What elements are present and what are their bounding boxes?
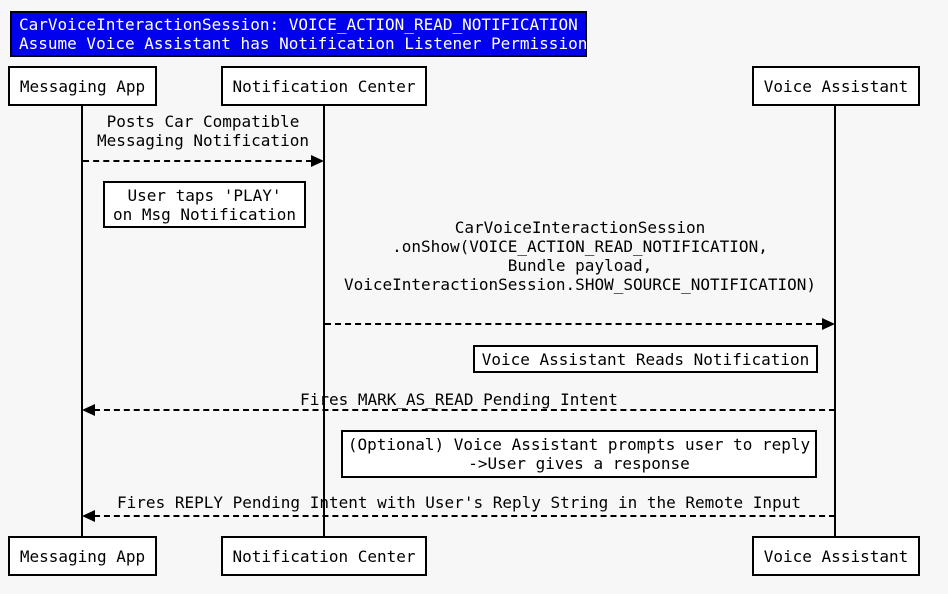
arrowhead-right-icon (822, 318, 835, 330)
note-user-taps-play: User taps 'PLAY' on Msg Notification (103, 181, 306, 228)
arrowhead-left-icon (82, 510, 95, 522)
participant-messaging-app-top: Messaging App (8, 66, 157, 106)
lifeline-notification-center (323, 105, 325, 537)
message-label-posts-notification: Posts Car Compatible Messaging Notificat… (97, 112, 309, 150)
diagram-title: CarVoiceInteractionSession: VOICE_ACTION… (10, 11, 587, 57)
note-va-reads-notification: Voice Assistant Reads Notification (473, 345, 818, 373)
participant-messaging-app-bottom: Messaging App (8, 536, 157, 576)
lifeline-messaging-app (81, 105, 83, 537)
message-label-onshow: CarVoiceInteractionSession .onShow(VOICE… (343, 218, 817, 294)
arrowhead-right-icon (311, 155, 324, 167)
message-arrow-mark-as-read (94, 409, 835, 411)
participant-notification-center-bottom: Notification Center (221, 536, 427, 576)
message-label-reply-intent: Fires REPLY Pending Intent with User's R… (117, 493, 801, 512)
lifeline-voice-assistant (834, 105, 836, 537)
arrowhead-left-icon (82, 404, 95, 416)
message-arrow-posts-notification (83, 160, 312, 162)
message-arrow-reply-intent (94, 515, 835, 517)
participant-notification-center-top: Notification Center (221, 66, 427, 106)
message-arrow-onshow (325, 323, 822, 325)
message-label-mark-as-read: Fires MARK_AS_READ Pending Intent (300, 390, 618, 409)
participant-voice-assistant-bottom: Voice Assistant (752, 536, 920, 576)
participant-voice-assistant-top: Voice Assistant (752, 66, 920, 106)
note-optional-reply: (Optional) Voice Assistant prompts user … (341, 430, 817, 478)
